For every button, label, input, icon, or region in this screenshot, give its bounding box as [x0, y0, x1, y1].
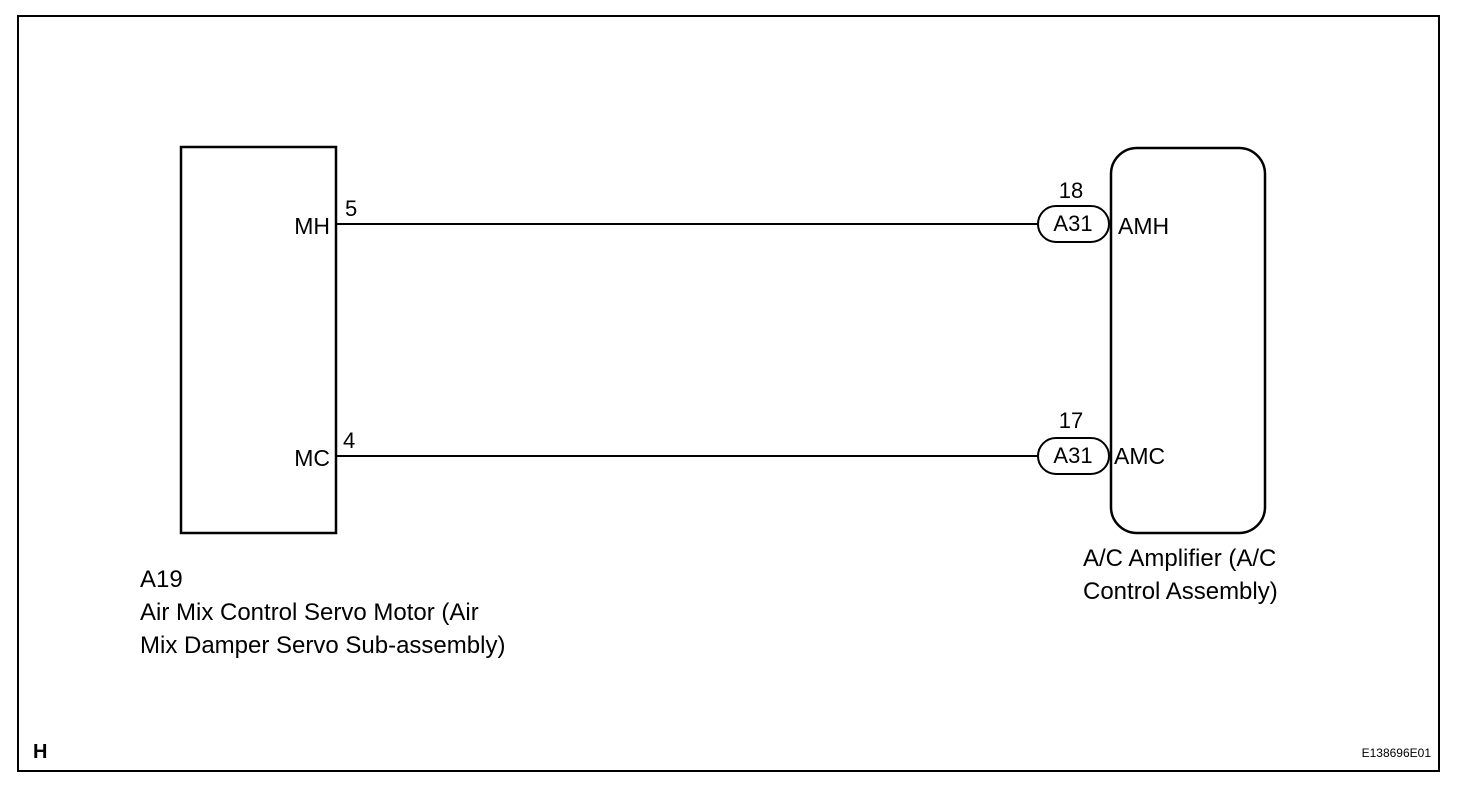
servo-motor-name-line2: Mix Damper Servo Sub-assembly) — [140, 632, 505, 659]
pin-label-amc: AMC — [1114, 443, 1165, 469]
pin-number-5: 5 — [345, 196, 357, 221]
pin-number-17: 17 — [1059, 408, 1083, 433]
servo-motor-box — [179, 145, 338, 535]
pin-label-mh: MH — [294, 213, 330, 239]
pin-number-18: 18 — [1059, 178, 1083, 203]
pin-label-mc: MC — [294, 445, 330, 471]
diagram-frame — [17, 15, 1440, 772]
servo-motor-code: A19 — [140, 566, 183, 593]
connector-label-a31-top: A31 — [1053, 211, 1092, 236]
pin-number-4: 4 — [343, 428, 355, 453]
ac-amplifier-box — [1109, 146, 1267, 535]
corner-mark: H — [33, 741, 47, 763]
connector-a31-bottom — [1037, 437, 1110, 475]
pin-label-amh: AMH — [1118, 213, 1169, 239]
ac-amplifier-name-line2: Control Assembly) — [1083, 578, 1278, 605]
connector-a31-top — [1037, 205, 1110, 243]
connector-label-a31-bottom: A31 — [1053, 443, 1092, 468]
figure-id: E138696E01 — [1362, 746, 1432, 760]
ac-amplifier-name-line1: A/C Amplifier (A/C — [1083, 545, 1276, 572]
servo-motor-name-line1: Air Mix Control Servo Motor (Air — [140, 599, 479, 626]
